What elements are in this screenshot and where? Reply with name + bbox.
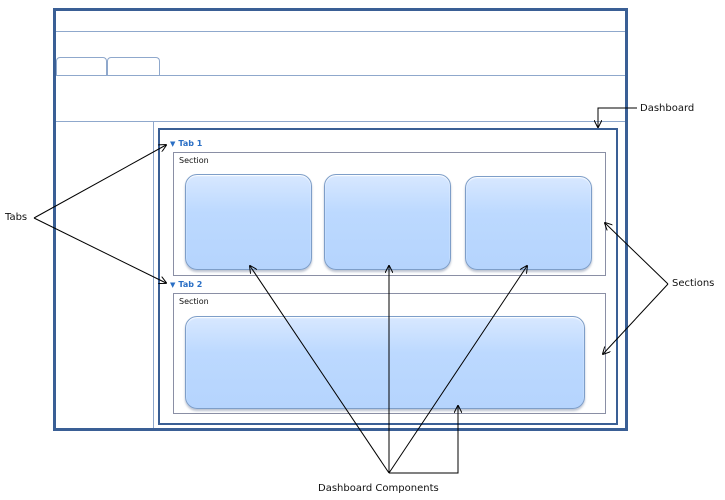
sections-callout: Sections — [672, 278, 715, 289]
sidebar-divider — [153, 121, 154, 428]
browser-tab-2 — [107, 57, 160, 75]
tabs-arrow-1 — [33, 145, 166, 219]
tab-1-label[interactable]: ▼Tab 1 — [170, 139, 202, 148]
tab-strip-divider — [56, 75, 625, 76]
components-arrow-1 — [250, 266, 390, 474]
toolbar-divider — [56, 121, 625, 122]
browser-tab-1 — [56, 57, 107, 75]
sections-arrow-1 — [605, 223, 669, 285]
tab-2-label[interactable]: ▼Tab 2 — [170, 280, 202, 289]
title-bar-divider — [56, 31, 625, 32]
sections-arrow-2 — [603, 283, 669, 354]
tabs-callout: Tabs — [5, 212, 28, 223]
section-1-title: Section — [179, 156, 209, 165]
section-2-title: Section — [179, 297, 209, 306]
dashboard-component-wide[interactable] — [185, 316, 585, 409]
dashboard-callout: Dashboard — [640, 103, 695, 114]
tab-2-text: Tab 2 — [178, 280, 203, 289]
tabs-arrow-2 — [33, 217, 166, 283]
tab-1-text: Tab 1 — [178, 139, 203, 148]
collapse-triangle-icon: ▼ — [170, 140, 176, 148]
components-callout: Dashboard Components — [318, 483, 439, 494]
collapse-triangle-icon: ▼ — [170, 281, 176, 289]
components-arrow-4 — [389, 406, 458, 474]
dashboard-component[interactable] — [324, 174, 451, 270]
dashboard-component[interactable] — [465, 176, 592, 270]
dashboard-arrow — [598, 107, 637, 127]
dashboard-component[interactable] — [185, 174, 312, 270]
components-arrow-3 — [388, 266, 527, 474]
